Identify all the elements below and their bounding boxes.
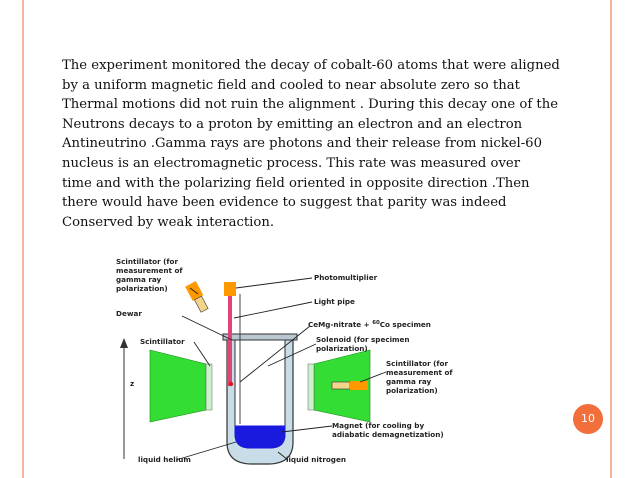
- liquid-helium-fill: [234, 425, 286, 449]
- left-magnet: [149, 349, 207, 423]
- slide-frame-right: [610, 0, 612, 478]
- side-scintillator-tube: [331, 381, 351, 390]
- slide-frame-left: [22, 0, 24, 478]
- dewar-rim: [222, 333, 298, 341]
- page-number-badge: 10: [573, 404, 603, 434]
- label-magnet: Magnet (for cooling by adiabatic demagne…: [332, 421, 444, 439]
- wu-experiment-diagram: Scintillator (for measurement of gamma r…: [116, 257, 455, 465]
- specimen: [228, 381, 234, 387]
- label-liquid-nitrogen: liquid nitrogen: [286, 455, 346, 464]
- z-axis-arrow: [120, 338, 128, 348]
- leader-lines: [175, 277, 387, 461]
- label-scintillator: Scintillator: [140, 337, 185, 346]
- light-pipe: [228, 294, 232, 386]
- label-solenoid: Solenoid (for specimen polarization): [316, 335, 412, 353]
- paragraph-line: nucleus is an electromagnetic process. T…: [62, 155, 521, 171]
- paragraph-line: by a uniform magnetic field and cooled t…: [62, 77, 520, 93]
- label-photomultiplier: Photomultiplier: [314, 273, 378, 282]
- body-paragraph: The experiment monitored the decay of co…: [62, 56, 610, 232]
- paragraph-line: Conserved by weak interaction.: [62, 214, 275, 230]
- label-scint-top: Scintillator (for measurement of gamma r…: [116, 257, 185, 293]
- label-light-pipe: Light pipe: [314, 297, 355, 306]
- paragraph-line: Antineutrino .Gamma rays are photons and…: [62, 136, 542, 152]
- side-scintillator-pm: [350, 381, 368, 390]
- top-scintillator: [185, 281, 209, 313]
- paragraph-line: there would have been evidence to sugges…: [62, 195, 507, 211]
- right-scintillator-strip: [307, 363, 315, 411]
- label-axis-z: z: [130, 379, 134, 388]
- left-scintillator: [205, 363, 213, 411]
- paragraph-line: Neutrons decays to a proton by emitting …: [62, 116, 523, 132]
- label-dewar: Dewar: [116, 309, 142, 318]
- photomultiplier: [224, 282, 236, 296]
- label-scint-right: Scintillator (for measurement of gamma r…: [386, 359, 455, 395]
- paragraph-line: Thermal motions did not ruin the alignme…: [62, 97, 559, 113]
- paragraph-line: time and with the polarizing field orien…: [62, 175, 530, 191]
- label-liquid-helium: liquid helium: [138, 455, 191, 464]
- label-specimen: CeMg-nitrate + 60Co specimen: [308, 320, 431, 329]
- paragraph-line: The experiment monitored the decay of co…: [62, 58, 560, 73]
